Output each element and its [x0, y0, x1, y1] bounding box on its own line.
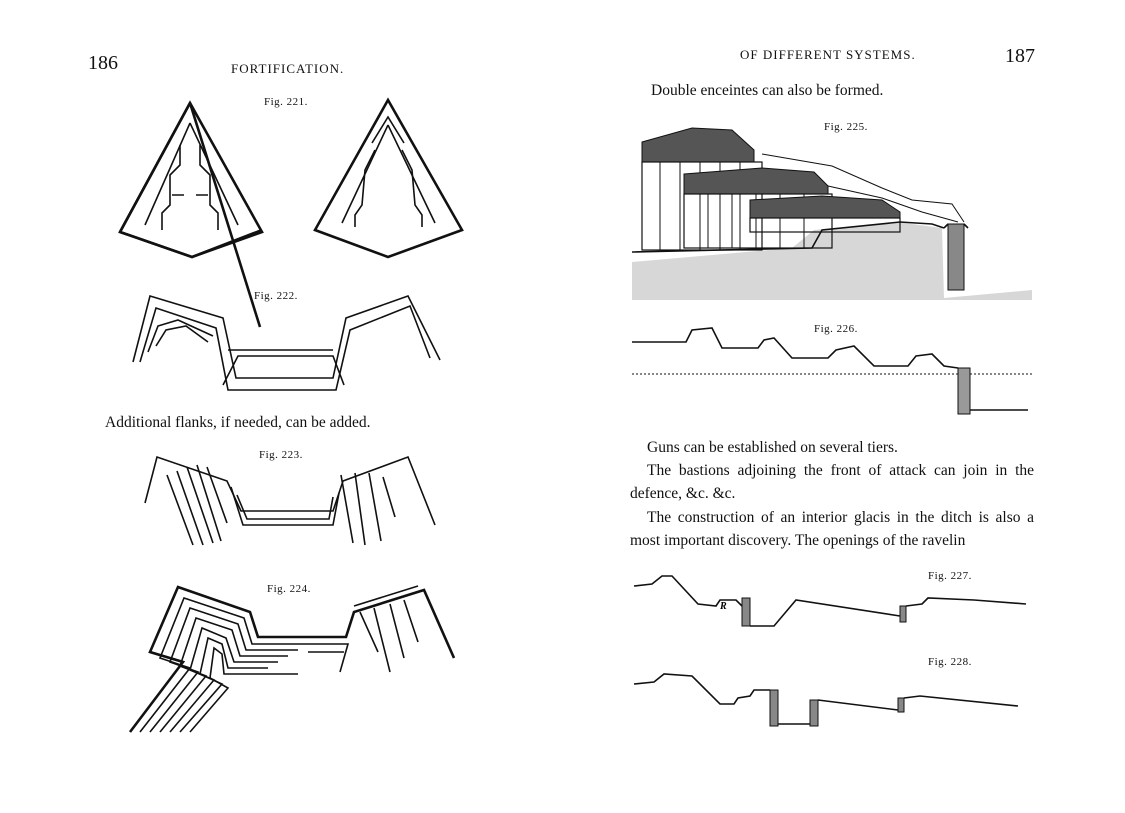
fig226-label: Fig. 226.: [814, 323, 858, 335]
fig227-label: Fig. 227.: [928, 570, 972, 582]
page-number-right: 187: [1005, 45, 1035, 67]
fig227-drawing: R: [633, 575, 1027, 627]
fig228-label: Fig. 228.: [928, 656, 972, 668]
paragraph-interior-glacis: The construction of an interior glacis i…: [630, 509, 1034, 550]
fig224-label: Fig. 224.: [267, 583, 311, 595]
fig221-label: Fig. 221.: [264, 96, 308, 108]
fig226-drawing: [632, 327, 1032, 415]
fig222-drawing: [132, 294, 441, 391]
paragraph-guns-tiers: Guns can be established on several tiers…: [647, 439, 898, 456]
running-head-right: OF DIFFERENT SYSTEMS.: [740, 47, 916, 62]
fig224-drawing: [128, 585, 456, 733]
fig223-label: Fig. 223.: [259, 449, 303, 461]
fig223-drawing: [144, 455, 436, 546]
fig222-label: Fig. 222.: [254, 290, 298, 302]
fig225-drawing: [631, 127, 1032, 300]
fig225-label: Fig. 225.: [824, 121, 868, 133]
page-number-left: 186: [88, 52, 118, 74]
fig228-drawing: [633, 673, 1019, 727]
running-head-left: FORTIFICATION.: [231, 61, 345, 76]
text-double-enceintes: Double enceintes can also be formed.: [651, 82, 884, 99]
text-additional-flanks: Additional flanks, if needed, can be add…: [105, 414, 371, 431]
fig227-annotation-r: R: [719, 601, 727, 612]
paragraph-bastions: The bastions adjoining the front of atta…: [630, 462, 1034, 503]
fig221-drawing: [118, 97, 464, 328]
